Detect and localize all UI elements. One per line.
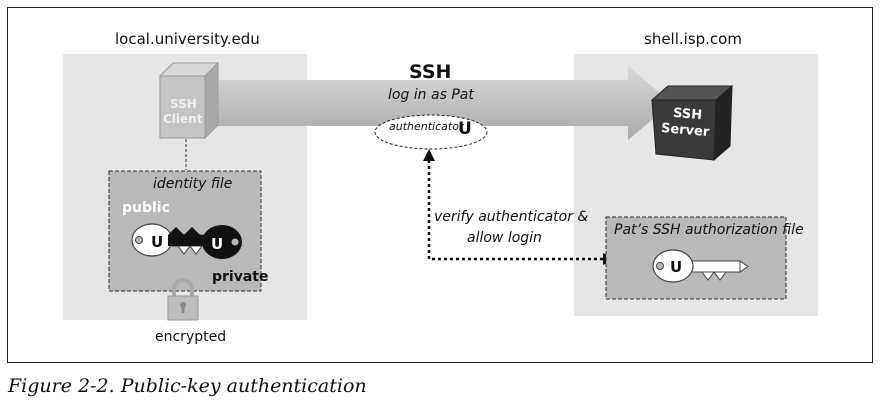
authenticator-letter: U xyxy=(458,119,472,139)
ssh-client-box xyxy=(158,61,220,140)
verify-label-1: verify authenticator & xyxy=(434,209,589,225)
authenticator-label: authenticator xyxy=(389,120,464,133)
auth-file-label: Pat’s SSH authorization file xyxy=(614,222,804,238)
server-box-label-1: SSH xyxy=(672,105,703,124)
encrypted-label: encrypted xyxy=(155,329,227,345)
private-key-icon xyxy=(168,225,242,259)
verify-path xyxy=(427,160,604,261)
client-box-label-1: SSH xyxy=(170,97,197,111)
figure-frame: local.university.edu shell.isp.com SSH l… xyxy=(7,7,873,363)
private-label: private xyxy=(212,269,269,285)
ssh-protocol-label: SSH xyxy=(409,61,452,83)
identity-file-label: identity file xyxy=(153,176,233,192)
server-host-label: shell.isp.com xyxy=(644,30,742,48)
verify-label-2: allow login xyxy=(467,230,542,246)
private-key-letter: U xyxy=(211,235,224,253)
client-host-label: local.university.edu xyxy=(115,30,260,48)
authorized-key-letter: U xyxy=(670,258,683,276)
authorization-file-box xyxy=(605,216,787,300)
figure-caption: Figure 2-2. Public-key authentication xyxy=(8,375,367,397)
padlock-icon xyxy=(167,278,199,321)
verify-arrowhead-up xyxy=(423,149,435,161)
authorized-public-key-icon xyxy=(652,249,749,283)
authenticator-ellipse xyxy=(374,114,488,150)
diagram xyxy=(63,54,818,321)
client-box-label-2: Client xyxy=(163,112,203,126)
login-action-label: log in as Pat xyxy=(388,87,474,103)
ssh-connection-arrow xyxy=(204,66,672,140)
public-key-letter: U xyxy=(151,233,164,251)
ssh-server-box xyxy=(650,84,734,162)
public-label: public xyxy=(122,200,170,216)
